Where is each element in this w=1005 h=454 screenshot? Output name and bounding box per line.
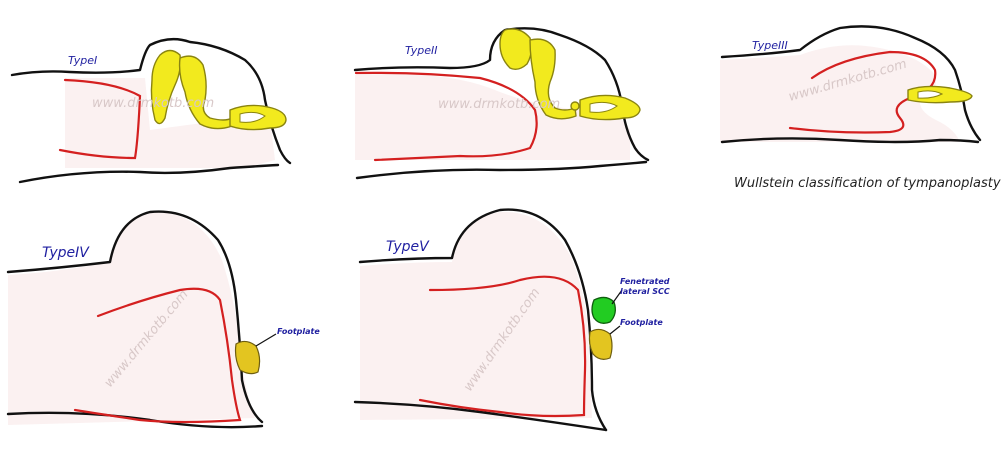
figure-caption: Wullstein classification of tympanoplast…	[734, 176, 1001, 191]
fenestrated-lateral-scc	[592, 297, 615, 323]
footplate-label: Footplate	[277, 327, 320, 336]
panel-type-3: TypeIII www.drmkotb.com	[720, 26, 980, 142]
watermark: www.drmkotb.com	[438, 97, 560, 112]
footplate-pointer	[610, 326, 620, 334]
bone-outline-lower	[357, 162, 646, 178]
panel-label: TypeV	[386, 239, 430, 255]
panel-label: TypeII	[405, 44, 438, 57]
panel-label: TypeIV	[42, 245, 90, 261]
panel-label: TypeI	[68, 54, 97, 67]
watermark: www.drmkotb.com	[92, 96, 214, 111]
incus	[180, 56, 232, 128]
footplate	[589, 329, 612, 359]
lenticular-process	[571, 102, 579, 110]
footplate-pointer	[256, 334, 276, 346]
scc-label-line-1: Fenetrated	[620, 277, 670, 286]
panel-type-4: Footplate TypeIV www.drmkotb.com	[8, 212, 320, 428]
middle-ear-cavity	[8, 212, 255, 425]
footplate	[236, 341, 260, 373]
panel-type-1: TypeI www.drmkotb.com	[12, 39, 290, 182]
footplate-label: Footplate	[620, 318, 663, 327]
panel-label: TypeIII	[752, 39, 788, 52]
panel-type-2: TypeII www.drmkotb.com	[355, 28, 648, 178]
panel-type-5: Fenetrated lateral SCC Footplate TypeV w…	[355, 210, 670, 430]
malleus	[151, 51, 180, 124]
malleus	[500, 29, 531, 69]
scc-label-line-2: lateral SCC	[620, 287, 670, 296]
